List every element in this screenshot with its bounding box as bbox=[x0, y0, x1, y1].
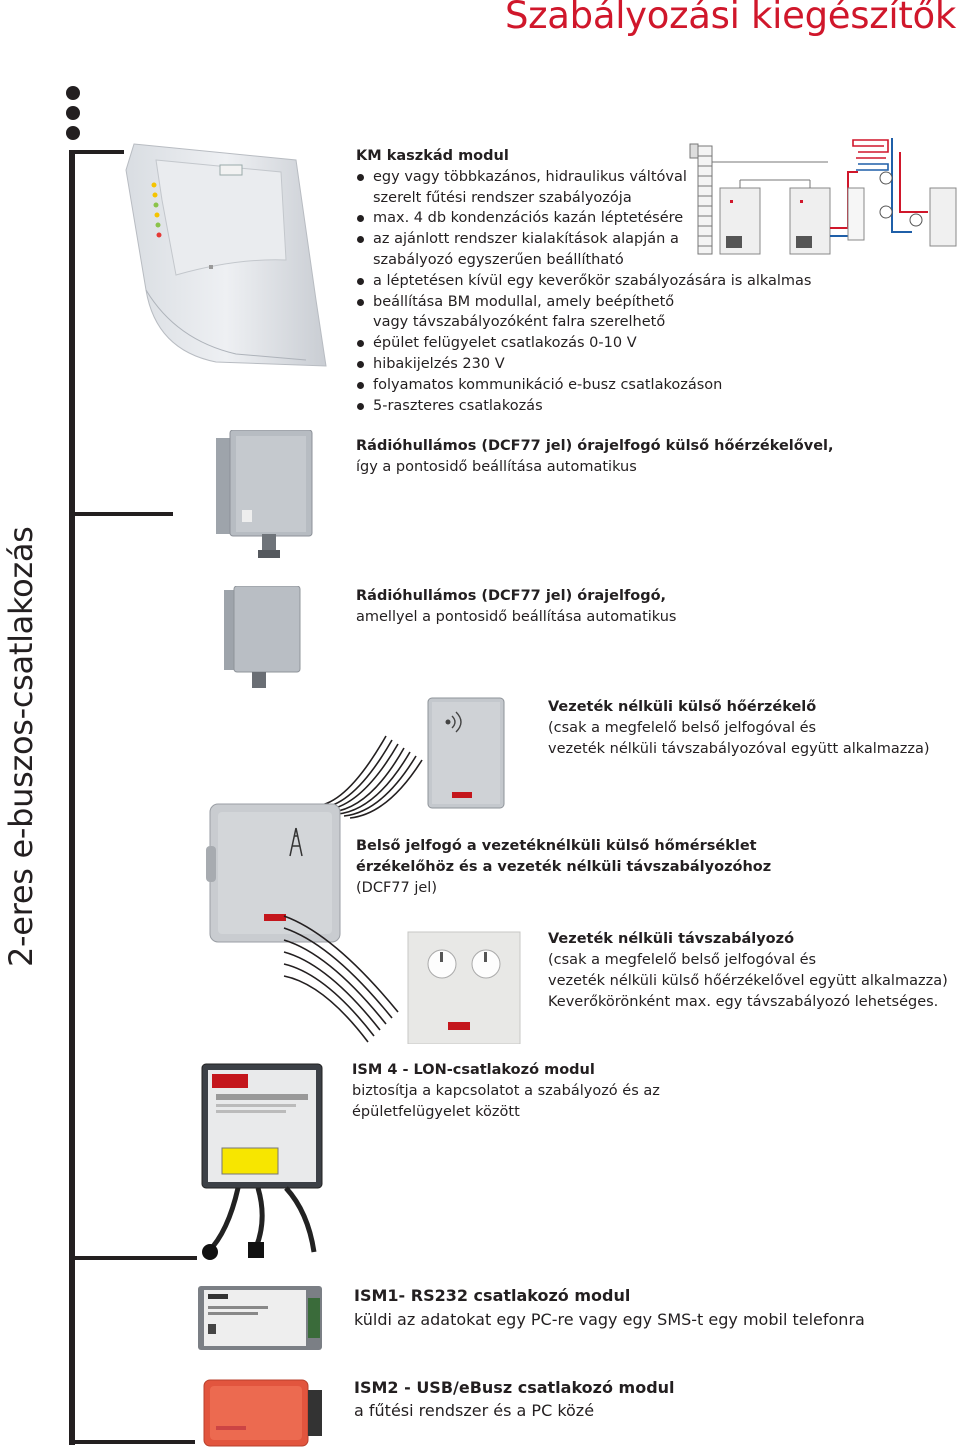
cascade-system-diagram bbox=[689, 138, 957, 255]
km-cascade-module-image bbox=[125, 143, 327, 367]
dcf-desc: amellyel a pontosidő beállítása automati… bbox=[356, 609, 677, 625]
ism1-line1: küldi az adatokat egy PC-re vagy egy SMS… bbox=[354, 1310, 865, 1329]
spine-line bbox=[69, 150, 75, 1445]
wireless-remote-title: Vezeték nélküli távszabályozó bbox=[548, 931, 795, 947]
km-bullet: max. 4 db kondenzációs kazán léptetésére bbox=[356, 208, 811, 229]
wireless-remote-image bbox=[283, 915, 521, 1044]
km-bullets: egy vagy többkazános, hidraulikus váltóv… bbox=[356, 167, 811, 417]
km-bullet: folyamatos kommunikáció e-busz csatlakoz… bbox=[356, 375, 811, 396]
km-bullet: szabályozó egyszerűen beállítható bbox=[373, 251, 624, 268]
receiver-title-line3: (DCF77 jel) bbox=[356, 880, 437, 896]
dcf77-receiver-image bbox=[224, 586, 301, 688]
wireless-sensor-line2: vezeték nélküli távszabályozóval együtt … bbox=[548, 741, 930, 757]
ism1-title: ISM1- RS232 csatlakozó modul bbox=[354, 1286, 631, 1305]
km-heading: KM kaszkád modul bbox=[356, 148, 509, 164]
dcf77-sensor-receiver-image bbox=[216, 430, 313, 558]
wireless-remote-line3: Keverőkörönként max. egy távszabályozó l… bbox=[548, 994, 939, 1010]
connector-dcf-sensor bbox=[69, 512, 173, 516]
km-bullet: vagy távszabályozóként falra szerelhető bbox=[373, 314, 666, 331]
side-label: 2-eres e-buszos-csatlakozás bbox=[2, 526, 40, 967]
km-bullet: 5-raszteres csatlakozás bbox=[356, 396, 811, 417]
ism4-line1: biztosítja a kapcsolatot a szabályozó és… bbox=[352, 1083, 660, 1099]
km-section: KM kaszkád modul egy vagy többkazános, h… bbox=[356, 146, 811, 416]
spine-dot bbox=[66, 86, 80, 100]
dcf-sensor-title: Rádióhullámos (DCF77 jel) órajelfogó kül… bbox=[356, 438, 834, 454]
connector-km bbox=[69, 150, 124, 154]
ism2-module-image bbox=[203, 1379, 322, 1447]
receiver-title-line1: Belső jelfogó a vezetéknélküli külső hőm… bbox=[356, 838, 757, 854]
ism4-line2: épületfelügyelet között bbox=[352, 1104, 520, 1120]
km-bullet: beállítása BM modullal, amely beépíthető bbox=[356, 292, 811, 313]
ism2-line1: a fűtési rendszer és a PC közé bbox=[354, 1401, 595, 1420]
wireless-outdoor-sensor-image bbox=[313, 697, 505, 819]
km-bullet: a léptetésen kívül egy keverőkör szabály… bbox=[356, 271, 811, 292]
km-bullet: egy vagy többkazános, hidraulikus váltóv… bbox=[356, 167, 811, 188]
wireless-remote-line2: vezeték nélküli külső hőérzékelővel együ… bbox=[548, 973, 948, 989]
ism2-title: ISM2 - USB/eBusz csatlakozó modul bbox=[354, 1378, 675, 1397]
indoor-receiver-image bbox=[206, 803, 341, 943]
km-bullet: épület felügyelet csatlakozás 0-10 V bbox=[356, 333, 811, 354]
dcf-sensor-desc: így a pontosidő beállítása automatikus bbox=[356, 459, 637, 475]
ism4-title: ISM 4 - LON-csatlakozó modul bbox=[352, 1062, 595, 1078]
ism1-module-image bbox=[198, 1286, 322, 1350]
ism4-module-image bbox=[201, 1063, 323, 1260]
connector-ism2 bbox=[69, 1440, 195, 1444]
dcf-title: Rádióhullámos (DCF77 jel) órajelfogó, bbox=[356, 588, 667, 604]
receiver-title-line2: érzékelőhöz és a vezeték nélküli távszab… bbox=[356, 859, 772, 875]
connector-ism4 bbox=[69, 1256, 197, 1260]
km-bullet: az ajánlott rendszer kialakítások alapjá… bbox=[356, 229, 811, 250]
spine-dot bbox=[66, 126, 80, 140]
km-bullet: szerelt fűtési rendszer szabályozója bbox=[373, 189, 632, 206]
km-bullet: hibakijelzés 230 V bbox=[356, 354, 811, 375]
page-title: Szabályozási kiegészítők bbox=[504, 0, 956, 37]
wireless-sensor-title: Vezeték nélküli külső hőérzékelő bbox=[548, 699, 817, 715]
wireless-sensor-line1: (csak a megfelelő belső jelfogóval és bbox=[548, 720, 817, 736]
wireless-remote-line1: (csak a megfelelő belső jelfogóval és bbox=[548, 952, 817, 968]
spine-dot bbox=[66, 106, 80, 120]
